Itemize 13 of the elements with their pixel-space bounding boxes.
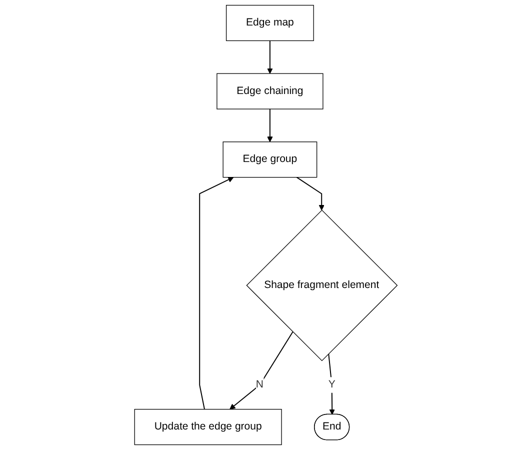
arrow <box>230 331 294 410</box>
node-box: Edge map <box>226 4 314 42</box>
arrow <box>296 176 325 210</box>
node-diamond: Shape fragment element <box>246 210 398 362</box>
arrow <box>267 40 273 74</box>
arrow <box>199 176 234 410</box>
edge-label: Y <box>328 379 336 390</box>
edge-label: N <box>256 379 264 390</box>
arrow <box>267 108 273 142</box>
node-box: Update the edge group <box>134 408 282 446</box>
arrow <box>328 353 336 415</box>
node-box: Edge chaining <box>216 73 324 110</box>
node-box: Edge group <box>222 142 318 178</box>
